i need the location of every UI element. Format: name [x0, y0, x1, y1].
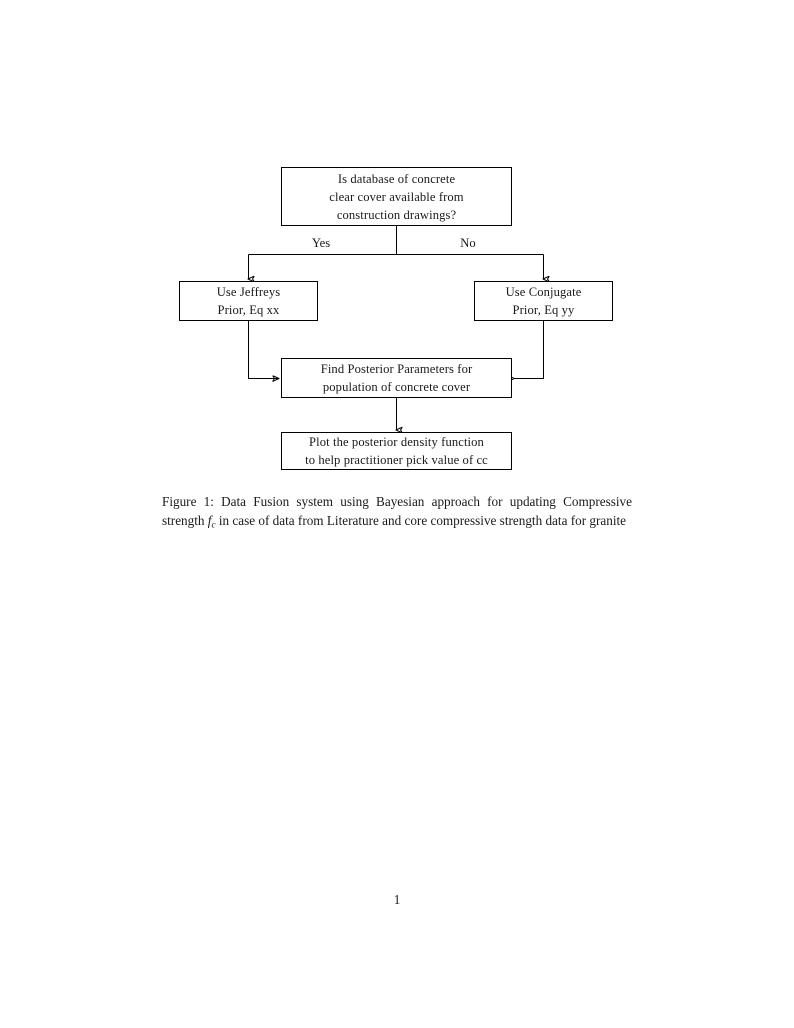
flowchart-node-question: Is database of concrete clear cover avai… — [281, 167, 512, 226]
flowchart-node-find-posterior: Find Posterior Parameters for population… — [281, 358, 512, 398]
node-question-line-2: clear cover available from — [329, 189, 464, 204]
caption-label: Figure 1: — [162, 494, 214, 509]
caption-math-subscript: c — [211, 519, 216, 530]
figure-caption: Figure 1: Data Fusion system using Bayes… — [162, 492, 632, 535]
node-plot-line-2: to help practitioner pick value of cc — [305, 453, 488, 467]
node-conjugate-line-2: Prior, Eq yy — [512, 303, 575, 317]
node-plot-line-1: Plot the posterior density function — [309, 435, 484, 449]
flowchart-connectors — [0, 226, 794, 490]
connector-jeffreys-to-posterior — [248, 321, 279, 379]
caption-text-before: Data Fusion system using Bayesian approa… — [162, 494, 632, 529]
flowchart-node-jeffreys-prior: Use Jeffreys Prior, Eq xx — [179, 281, 318, 321]
caption-math-variable: f — [207, 513, 212, 529]
node-posterior-line-1: Find Posterior Parameters for — [320, 362, 473, 376]
node-jeffreys-line-1: Use Jeffreys — [216, 285, 281, 299]
figure-flowchart: Is database of concrete clear cover avai… — [0, 0, 794, 490]
edge-label-no: No — [460, 236, 476, 250]
page-number: 1 — [393, 892, 401, 907]
caption-text-after: in case of data from Literature and core… — [215, 513, 627, 529]
node-question-line-1: Is database of concrete — [337, 171, 456, 186]
node-jeffreys-line-2: Prior, Eq xx — [217, 303, 280, 317]
node-posterior-line-2: population of concrete cover — [322, 380, 471, 394]
connector-conjugate-to-posterior — [515, 321, 544, 379]
edge-label-yes: Yes — [311, 236, 331, 250]
flowchart-node-plot-density: Plot the posterior density function to h… — [281, 432, 512, 470]
node-conjugate-line-1: Use Conjugate — [505, 285, 582, 299]
node-question-line-3: construction drawings? — [336, 207, 457, 222]
flowchart-node-conjugate-prior: Use Conjugate Prior, Eq yy — [474, 281, 613, 321]
